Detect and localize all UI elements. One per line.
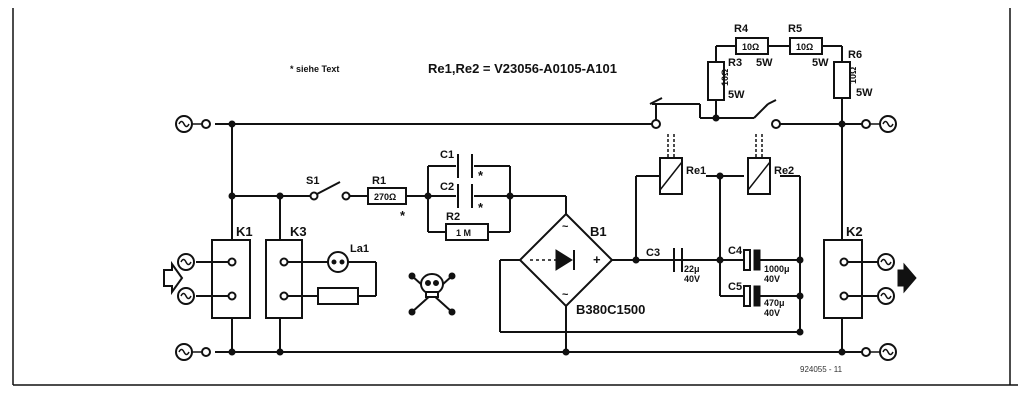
label-r3: R3 — [728, 57, 742, 69]
label-re1: Re1 — [686, 165, 706, 177]
value-r2: 1 M — [456, 228, 471, 238]
label-k2: K2 — [846, 224, 863, 239]
capacitor-c5: C5 470μ 40V — [728, 281, 785, 318]
capacitor-c2: C2 * — [440, 181, 484, 215]
label-c5: C5 — [728, 281, 742, 293]
resistor-r4: 10Ω R4 5W — [734, 23, 773, 69]
main-wires — [215, 45, 868, 353]
value2-c3: 40V — [684, 274, 700, 284]
switch-s1: S1 — [306, 175, 351, 201]
mark-c2: * — [478, 200, 484, 215]
diode-icon — [555, 249, 573, 271]
power-r4: 5W — [756, 57, 773, 69]
label-s1: S1 — [306, 175, 319, 187]
ac-terminals — [175, 115, 897, 361]
capacitor-c3: C3 22μ 40V — [646, 247, 700, 284]
label-r2: R2 — [446, 211, 460, 223]
junction-dots — [228, 114, 846, 356]
bridge-tilde-top: ~ — [562, 221, 569, 233]
value-r4: 10Ω — [742, 42, 759, 52]
mark-r1: * — [400, 208, 406, 223]
drawing-code: 924055 - 11 — [800, 365, 843, 374]
type-b1: B380C1500 — [576, 302, 645, 317]
label-r5: R5 — [788, 23, 802, 35]
label-k3: K3 — [290, 224, 307, 239]
resistor-r3: 10Ω R3 5W — [707, 57, 745, 101]
label-k1: K1 — [236, 224, 253, 239]
value2-c5: 40V — [764, 308, 780, 318]
value-r3: 10Ω — [720, 69, 730, 86]
label-c1: C1 — [440, 149, 454, 161]
power-r5: 5W — [812, 57, 829, 69]
relay-re1: Re1 — [659, 134, 706, 195]
bridge-tilde-bottom: ~ — [562, 289, 569, 301]
label-r1: R1 — [372, 175, 386, 187]
label-c2: C2 — [440, 181, 454, 193]
resistor-r6: 10Ω R6 5W — [833, 49, 873, 99]
relay-re2: Re2 — [747, 134, 794, 195]
resistor-r1: R1 270Ω * — [367, 175, 407, 223]
value1-c4: 1000μ — [764, 264, 790, 274]
connector-k1: K1 — [163, 224, 253, 319]
ac-terminal-top-right — [861, 115, 897, 133]
lamp-la1: La1 — [327, 243, 369, 273]
label-b1: B1 — [590, 224, 607, 239]
frame — [12, 8, 1018, 386]
bridge-rectifier-b1: B1 + ~ ~ B380C1500 — [518, 212, 645, 317]
label-re2: Re2 — [774, 165, 794, 177]
value2-c4: 40V — [764, 274, 780, 284]
capacitor-c1: C1 * — [440, 149, 484, 183]
mark-c1: * — [478, 168, 484, 183]
ac-terminal-bottom-right — [861, 343, 897, 361]
value1-c3: 22μ — [684, 264, 700, 274]
connector-k3: K3 La1 — [265, 224, 377, 319]
ac-terminal-bottom-left — [175, 343, 211, 361]
ac-terminal-top-left — [175, 115, 211, 133]
output-arrow-icon — [897, 262, 917, 294]
label-r6: R6 — [848, 49, 862, 61]
resistor-r5: 10Ω R5 5W — [788, 23, 829, 69]
value-r1: 270Ω — [374, 192, 396, 202]
label-la1: La1 — [350, 243, 369, 255]
lamp-resistor — [317, 287, 359, 305]
power-r6: 5W — [856, 87, 873, 99]
connector-k2: K2 — [823, 224, 917, 319]
capacitor-c4: C4 1000μ 40V — [728, 245, 790, 284]
label-r4: R4 — [734, 23, 749, 35]
asterisk-note: * siehe Text — [290, 64, 339, 74]
relay-type-note: Re1,Re2 = V23056-A0105-A101 — [428, 61, 617, 76]
value1-c5: 470μ — [764, 298, 785, 308]
value-r6: 10Ω — [848, 67, 858, 84]
bridge-plus: + — [593, 252, 601, 267]
label-c4: C4 — [728, 245, 743, 257]
relay-contacts — [649, 97, 781, 129]
label-c3: C3 — [646, 247, 660, 259]
value-r5: 10Ω — [796, 42, 813, 52]
power-r3: 5W — [728, 89, 745, 101]
resistor-r2: R2 1 M — [445, 211, 489, 241]
skull-warning-icon — [408, 272, 456, 316]
input-arrow-icon — [163, 260, 184, 296]
